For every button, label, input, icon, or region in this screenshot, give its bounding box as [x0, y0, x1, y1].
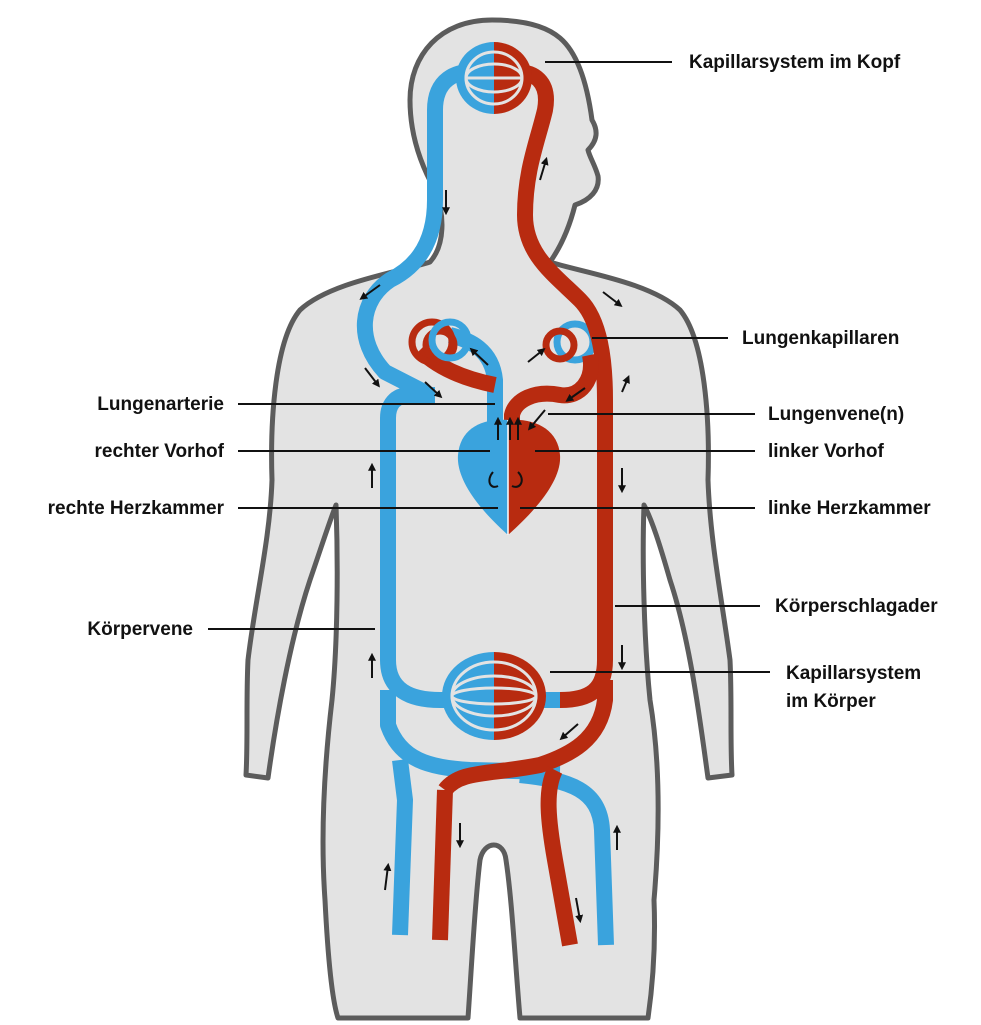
right-leg-vein [400, 760, 405, 935]
label-head-capillaries: Kapillarsystem im Kopf [689, 52, 901, 73]
head-capillary-system [456, 42, 532, 114]
label-left-atrium: linker Vorhof [768, 441, 884, 462]
label-body-capillaries-line1: Kapillarsystem [786, 663, 921, 684]
label-body-vein: Körpervene [87, 619, 193, 640]
label-lung-capillaries: Lungenkapillaren [742, 328, 899, 349]
label-pulmonary-veins: Lungenvene(n) [768, 404, 904, 425]
body-capillary-system [442, 652, 546, 740]
label-pulmonary-artery: Lungenarterie [97, 394, 224, 415]
label-body-artery: Körperschlagader [775, 596, 938, 617]
label-left-ventricle: linke Herzkammer [768, 498, 931, 519]
label-body-capillaries-line2: im Körper [786, 691, 876, 712]
label-right-atrium: rechter Vorhof [94, 441, 224, 462]
right-leg-artery [440, 790, 445, 940]
label-right-ventricle: rechte Herzkammer [48, 498, 225, 519]
body-silhouette [246, 20, 732, 1018]
